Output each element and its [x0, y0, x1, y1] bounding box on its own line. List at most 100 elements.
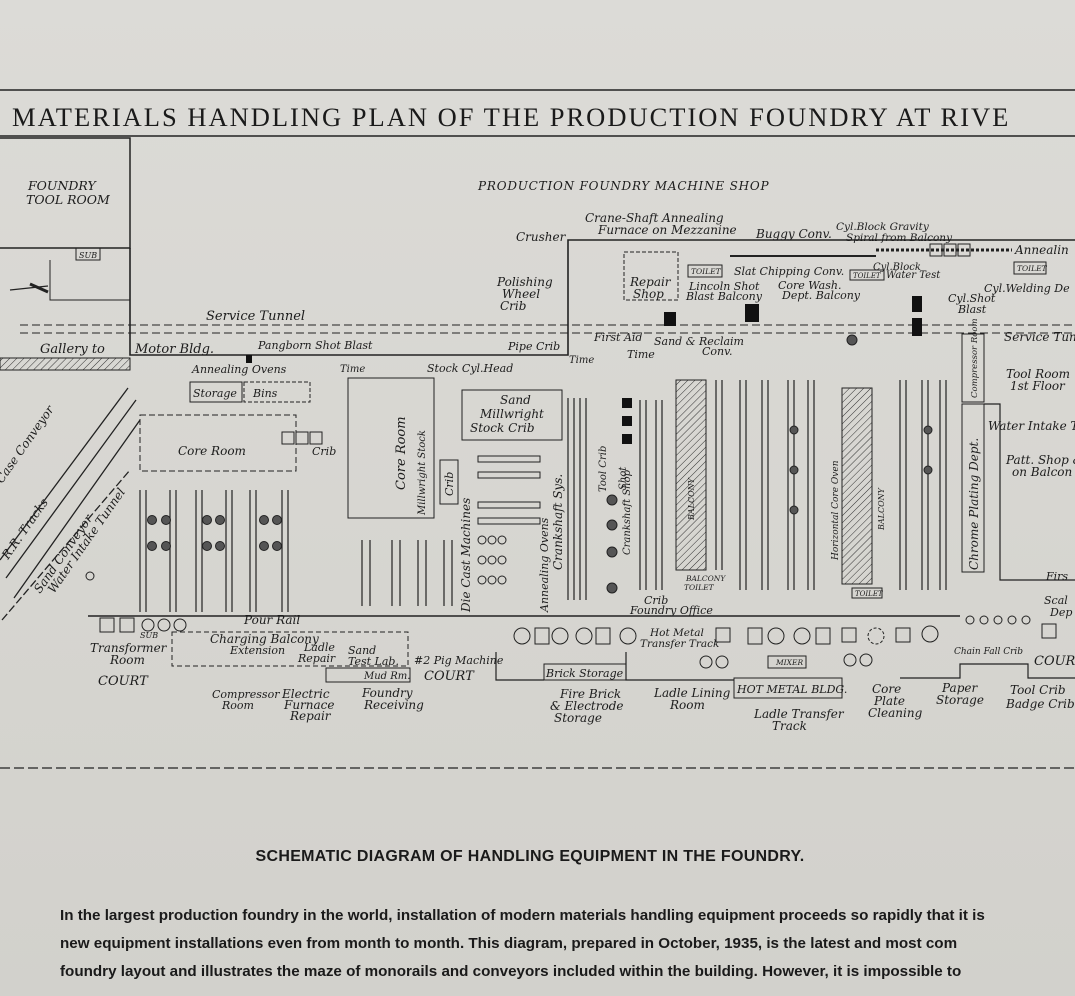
- label-sub-bottom: SUB: [140, 631, 158, 640]
- toilet-box-1: [687, 264, 723, 278]
- bins-box: [243, 381, 311, 403]
- label-service-tunnel: Service Tunnel: [206, 309, 305, 324]
- label-mixer: MIXER: [775, 658, 803, 667]
- label-foundry-tool-room-2: TOOL ROOM: [26, 192, 111, 207]
- crib-box-3: [309, 431, 323, 445]
- label-sand-reclaim: Sand & Reclaim: [654, 335, 744, 348]
- label-chrome-plating: Chrome Plating Dept.: [967, 438, 981, 570]
- label-annealing-ovens: Annealing Ovens: [191, 363, 287, 376]
- label-pangborn: Pangborn Shot Blast: [257, 339, 373, 352]
- small-arrow-head: [29, 282, 49, 294]
- label-tool-room-1st-2: 1st Floor: [1010, 379, 1066, 393]
- annealing-box-1: [929, 243, 943, 257]
- chrome-plating-box: [961, 403, 985, 573]
- label-cyl-welding: Cyl.Welding De: [984, 282, 1070, 295]
- label-ladle-transfer: Ladle Transfer: [753, 707, 845, 721]
- toilet-box-3: [1013, 261, 1047, 275]
- label-cyl-shot-2: Blast: [957, 303, 987, 316]
- toilet-box-bottom: [851, 587, 883, 599]
- caption-line: new equipment installations even from mo…: [60, 935, 958, 952]
- label-hot-metal-bldg: HOT METAL BLDG.: [736, 683, 847, 696]
- label-storage: Storage: [193, 387, 237, 400]
- label-tool-crib-badge: Tool Crib: [1010, 683, 1066, 697]
- label-toilet-3: TOILET: [1017, 264, 1048, 273]
- label-cyl-block-water: Cyl.Block: [873, 262, 921, 273]
- label-compressor-room-2: Room: [221, 699, 254, 712]
- label-hot-metal-transfer: Hot Metal: [649, 627, 704, 639]
- label-shot-v: Shot: [618, 466, 629, 490]
- crib-box-2: [295, 431, 309, 445]
- label-toilet-bottom: TOILET: [855, 590, 884, 598]
- caption-line: foundry layout and illustrates the maze …: [60, 963, 962, 980]
- label-toilet-2: TOILET: [853, 272, 882, 280]
- label-foundry-tool-room: FOUNDRY: [27, 178, 97, 193]
- label-water-intake-right: Water Intake T: [988, 419, 1075, 433]
- label-tool-room-1st: Tool Room: [1006, 367, 1070, 381]
- label-charging-balcony: Charging Balcony: [210, 632, 319, 646]
- label-tool-crib-v: Tool Crib: [598, 446, 609, 492]
- pangborn-marker: [246, 355, 252, 363]
- label-ladle-lining-2: Room: [669, 698, 705, 712]
- molding-circles: [147, 334, 933, 594]
- label-millwright: Millwright: [479, 407, 544, 421]
- label-electric-furnace-3: Repair: [289, 709, 332, 723]
- label-hot-metal-transfer-2: Transfer Track: [640, 638, 719, 650]
- label-core-wash: Core Wash.: [778, 279, 841, 292]
- repair-shop-outline: [623, 251, 679, 301]
- hot-metal-bldg-box: [733, 677, 843, 699]
- label-sub-top: SUB: [79, 251, 97, 260]
- label-polishing-3: Crib: [500, 299, 526, 313]
- label-crusher: Crusher: [516, 230, 567, 244]
- mixer-box: [767, 655, 807, 669]
- label-time-3: Time: [340, 364, 365, 375]
- label-cyl-shot: Cyl.Shot: [948, 292, 996, 305]
- label-pig-machine: #2 Pig Machine: [414, 654, 504, 667]
- label-sand-reclaim-2: Conv.: [702, 345, 733, 358]
- compressor-room-box: [961, 333, 985, 403]
- label-sand-test-2: Test Lab.: [348, 655, 399, 668]
- label-balcony-1: BALCONY: [687, 477, 696, 521]
- label-pipe-crib: Pipe Crib: [507, 340, 560, 353]
- label-ladle-transfer-2: Track: [772, 719, 807, 733]
- label-time-1: Time: [627, 348, 655, 361]
- label-crankshaft-shop: Crankshaft Shop: [622, 469, 633, 555]
- label-first-right: Firs: [1045, 570, 1068, 583]
- black-crosses: [622, 398, 632, 444]
- main-building-outline: [129, 239, 1075, 356]
- label-crib-v: Crib: [443, 472, 456, 496]
- mud-room-box: [325, 667, 411, 683]
- label-core-room-v: Core Room: [394, 416, 409, 490]
- label-ladle-repair: Ladle: [303, 641, 335, 654]
- caption-title: SCHEMATIC DIAGRAM OF HANDLING EQUIPMENT …: [255, 848, 805, 865]
- label-patt-shop-2: on Balcon: [1012, 465, 1072, 479]
- label-core-room: Core Room: [178, 444, 246, 458]
- label-bins: Bins: [252, 387, 278, 400]
- label-electric-furnace: Electric: [281, 687, 330, 701]
- label-foundry-receiving: Foundry: [361, 686, 413, 700]
- label-firebrick-2: & Electrode: [550, 699, 623, 713]
- die-cast-circles: [477, 535, 507, 585]
- label-service-tunnel-right: Service Tun: [1004, 330, 1075, 344]
- caption-line: In the largest production foundry in the…: [60, 907, 985, 924]
- label-pour-rail: Pour Rail: [243, 613, 300, 627]
- label-sand-test: Sand: [348, 644, 376, 657]
- label-water-intake-tunnel: Water Intake Tunnel: [45, 485, 128, 595]
- label-repair-shop: Repair: [629, 275, 672, 289]
- label-patt-shop: Patt. Shop &: [1005, 453, 1075, 467]
- storage-box: [189, 381, 243, 403]
- caption-body: In the largest production foundry in the…: [60, 902, 1075, 986]
- label-crane-shaft: Crane-Shaft Annealing: [585, 211, 724, 225]
- label-foundry-receiving-2: Receiving: [363, 698, 424, 712]
- label-gallery: Gallery to: [40, 342, 105, 357]
- label-repair-shop-2: Shop: [633, 287, 664, 301]
- label-court-mid: COURT: [424, 669, 475, 684]
- label-court-left: COURT: [98, 674, 149, 689]
- tool-room-wall: [49, 260, 131, 301]
- chrome-plating-wall: [984, 403, 1075, 581]
- small-arrow-line: [9, 285, 49, 291]
- label-court-right: COUR: [1034, 654, 1075, 669]
- gallery-hatched: [0, 357, 131, 371]
- label-paper-storage-2: Storage: [936, 693, 984, 707]
- label-slat-chipping: Slat Chipping Conv.: [734, 265, 844, 278]
- railroad-tracks: [0, 387, 141, 621]
